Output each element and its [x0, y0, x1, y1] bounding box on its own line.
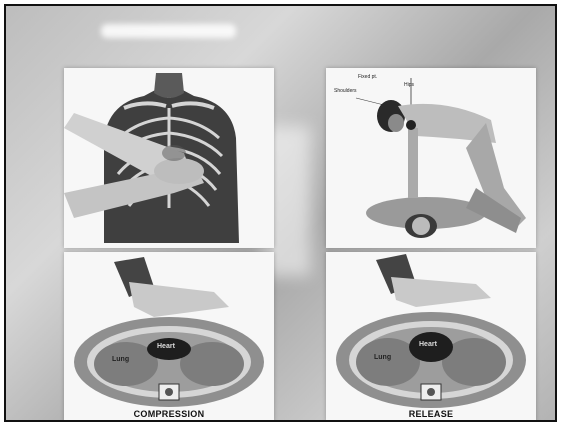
heart-label: Heart — [419, 341, 437, 348]
slide-frame: Fixed pt. Shoulders Hips Lung Heart COMP… — [4, 4, 557, 422]
glare-streak — [101, 24, 236, 38]
posture-label: Hips — [404, 82, 414, 88]
lung-label: Lung — [374, 354, 391, 361]
panel-compression: Lung Heart COMPRESSION — [64, 252, 274, 422]
panel-release: Lung Heart RELEASE — [326, 252, 536, 422]
panel-hand-position — [64, 68, 274, 248]
compression-cross-section — [64, 252, 274, 422]
rescuer-posture-illustration — [326, 68, 536, 248]
compression-caption: COMPRESSION — [64, 409, 274, 419]
posture-label: Shoulders — [334, 88, 357, 94]
chest-hands-illustration — [64, 68, 274, 248]
release-cross-section — [326, 252, 536, 422]
panel-rescuer-posture: Fixed pt. Shoulders Hips — [326, 68, 536, 248]
posture-label: Fixed pt. — [358, 74, 377, 80]
release-caption: RELEASE — [326, 409, 536, 419]
lung-label: Lung — [112, 356, 129, 363]
heart-label: Heart — [157, 343, 175, 350]
